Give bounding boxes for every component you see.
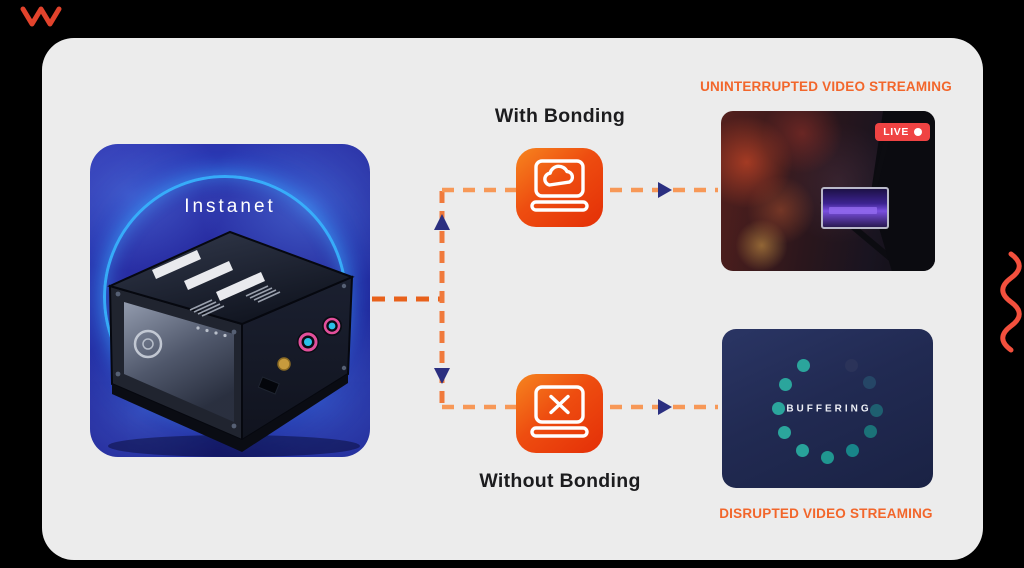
live-video-panel: LIVE xyxy=(721,111,935,271)
spinner-dot xyxy=(862,376,876,390)
device-name-label: Instanet xyxy=(184,196,276,217)
live-dot-icon xyxy=(914,128,922,136)
zigzag-decoration-icon xyxy=(20,6,62,27)
spinner-dot xyxy=(864,425,878,438)
camera-viewfinder-screen xyxy=(821,187,889,229)
spinner-dot xyxy=(821,451,834,464)
bonding-device-image xyxy=(107,230,360,457)
buffering-label: BUFFERING xyxy=(786,403,872,414)
wave-decoration-icon xyxy=(1000,251,1022,353)
spinner-dot xyxy=(844,359,858,373)
spinner-dot xyxy=(778,425,792,439)
live-badge-label: LIVE xyxy=(883,126,909,138)
spinner-dot xyxy=(778,377,792,391)
buffering-spinner xyxy=(722,329,933,488)
laptop-x-icon xyxy=(516,374,603,453)
buffering-panel: BUFFERING xyxy=(722,329,933,488)
device-panel: Instanet xyxy=(90,144,370,457)
laptop-cloud-icon xyxy=(516,148,603,227)
spinner-dot xyxy=(869,403,883,417)
with-bonding-label: With Bonding xyxy=(494,105,626,127)
spinner-dot xyxy=(795,444,809,457)
without-bonding-label: Without Bonding xyxy=(479,470,641,492)
spinner-dot xyxy=(797,359,811,373)
live-badge: LIVE xyxy=(875,123,930,141)
disrupted-streaming-title: DISRUPTED VIDEO STREAMING xyxy=(719,506,933,521)
uninterrupted-streaming-title: UNINTERRUPTED VIDEO STREAMING xyxy=(700,79,952,94)
spinner-dot xyxy=(772,402,785,415)
spinner-dot xyxy=(846,444,860,457)
